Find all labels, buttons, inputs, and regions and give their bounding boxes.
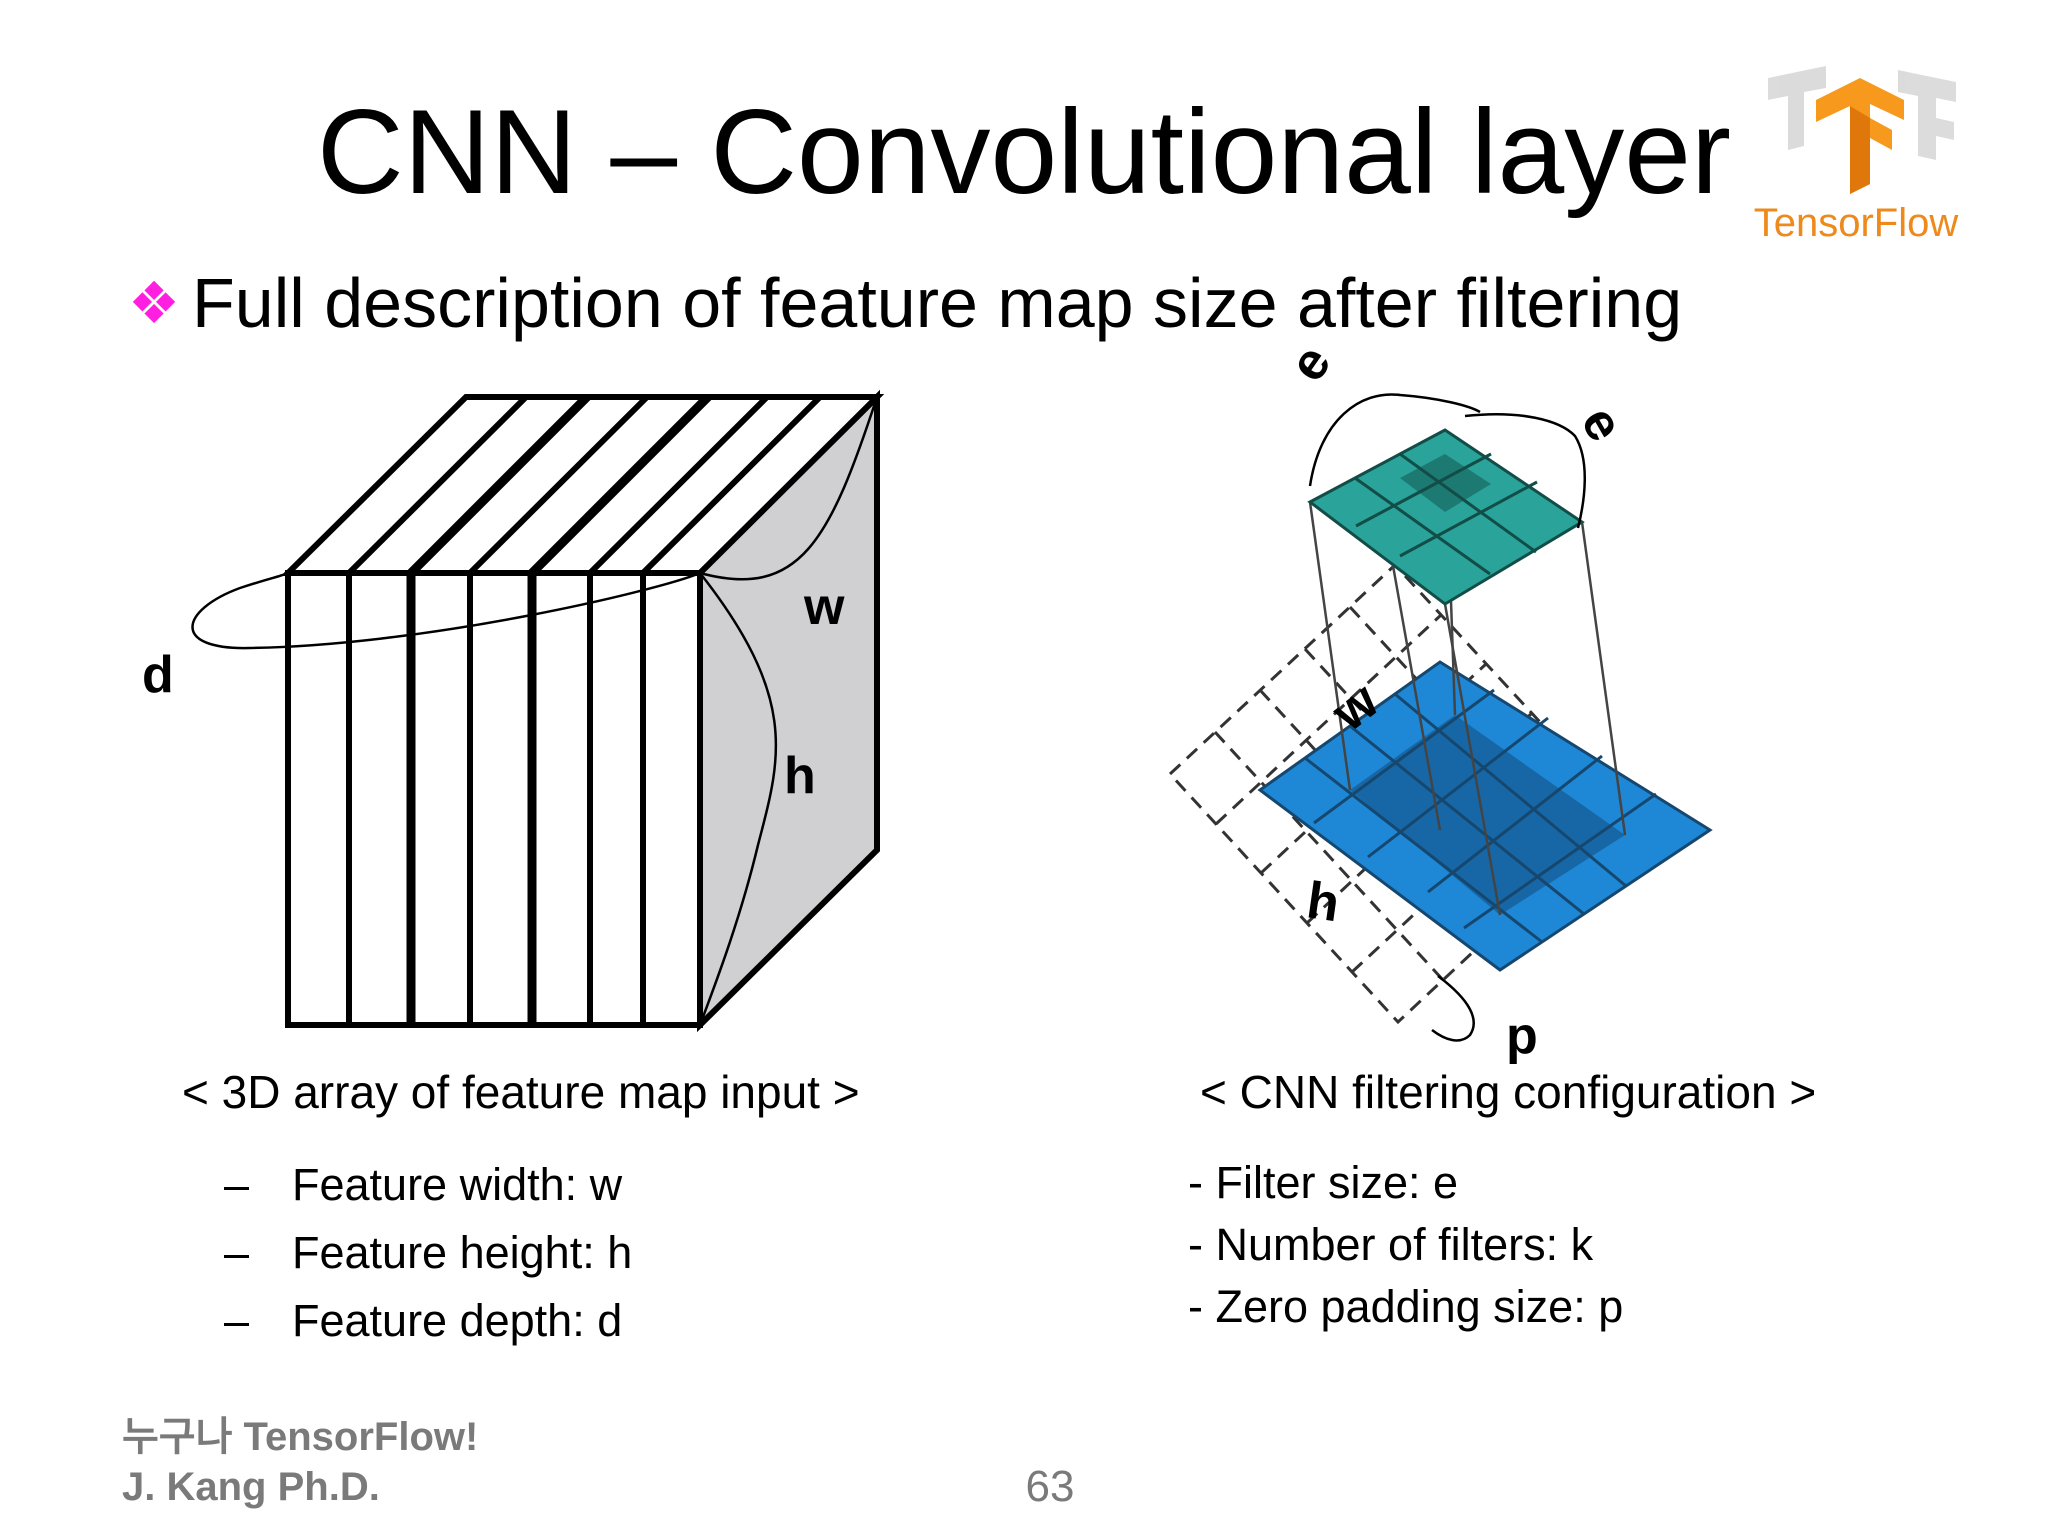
label-e-1: e: [1278, 335, 1342, 392]
feature-map-cube: d w h: [142, 389, 885, 1033]
logo-ghost-letters: [1768, 66, 1956, 160]
filter-brace-right: [1464, 413, 1586, 529]
list-item: - Number of filters: k: [1188, 1219, 1594, 1270]
cube-slices: [346, 393, 823, 1025]
zero-padding-grid: [1167, 562, 1626, 1025]
dash-marker: –: [224, 1159, 250, 1210]
filter-brace-left: [1308, 393, 1481, 487]
bullet-point: ❖Full description of feature map size af…: [128, 268, 1682, 338]
label-h: h: [784, 747, 816, 805]
dash-marker: –: [224, 1295, 250, 1346]
label-p: p: [1506, 1007, 1538, 1065]
bullet-text: Full description of feature map size aft…: [192, 264, 1683, 342]
feature-dimensions-list: – Feature width: w – Feature height: h –…: [224, 1162, 824, 1362]
footer-line-2: J. Kang Ph.D.: [122, 1465, 380, 1509]
label-w: w: [803, 578, 845, 636]
page-number: 63: [1025, 1462, 1075, 1511]
list-item-text: Feature height: h: [292, 1227, 633, 1278]
logo-text: TensorFlow: [1754, 201, 1959, 245]
height-brace: [698, 572, 778, 1026]
right-figure-caption: < CNN filtering configuration >: [1200, 1066, 1817, 1118]
footer-line-1: 누구나 TensorFlow!: [122, 1415, 479, 1459]
filter-config-list: - Filter size: e - Number of filters: k …: [1188, 1160, 1888, 1360]
depth-brace: [191, 571, 701, 650]
width-brace: [699, 396, 879, 581]
left-figure-caption: < 3D array of feature map input >: [182, 1066, 860, 1118]
dash-marker: –: [224, 1227, 250, 1278]
label-h-right: h: [1303, 871, 1343, 933]
list-item-text: Feature width: w: [292, 1159, 623, 1210]
cube-front-face: [285, 570, 703, 1028]
list-item: - Filter size: e: [1188, 1157, 1459, 1208]
slide-title: CNN – Convolutional layer: [317, 85, 1731, 219]
convolution-diagram: e e w h p: [1167, 335, 1713, 1065]
list-item-text: Feature depth: d: [292, 1295, 623, 1346]
label-d: d: [142, 646, 174, 704]
diamond-cluster-icon: ❖: [128, 271, 180, 336]
footer-credit: 누구나 TensorFlow! J. Kang Ph.D.: [122, 1412, 478, 1512]
padding-brace: [1431, 975, 1475, 1042]
list-item: - Zero padding size: p: [1188, 1281, 1624, 1332]
tensorflow-logo: TensorFlow: [1754, 66, 1959, 245]
